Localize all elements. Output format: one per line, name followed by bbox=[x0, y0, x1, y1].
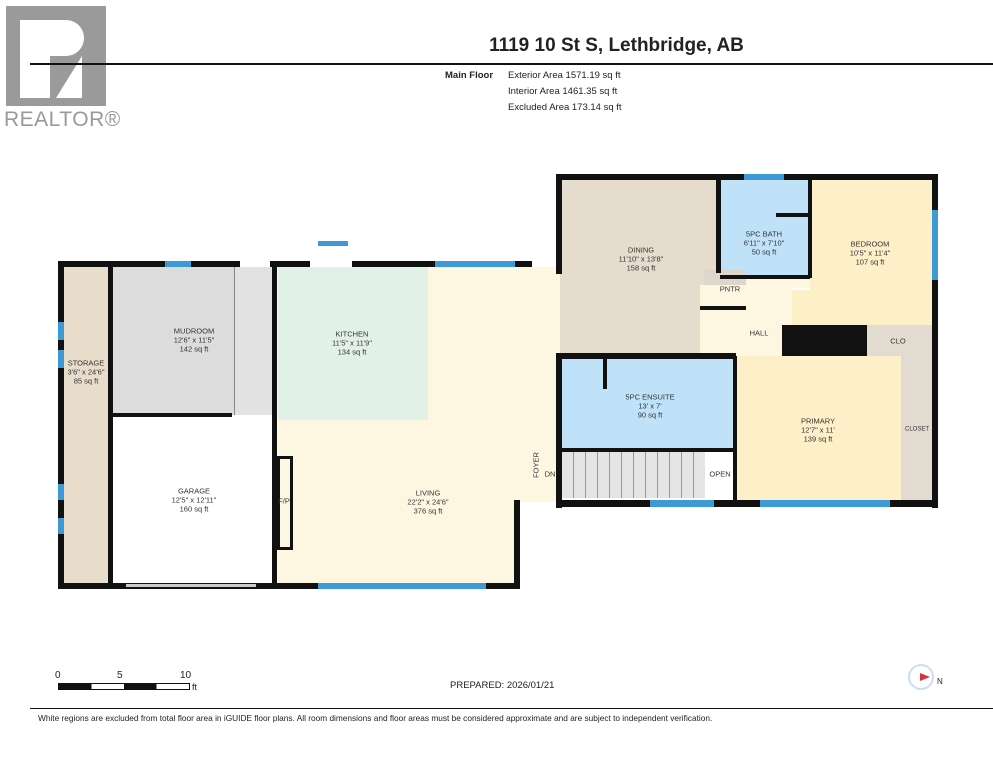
scale-tick-10: 10 bbox=[180, 670, 192, 681]
wall bbox=[112, 413, 232, 417]
wall bbox=[808, 178, 812, 278]
compass-label: N bbox=[937, 677, 943, 686]
room-hall bbox=[700, 285, 792, 357]
scale-tick-0: 0 bbox=[55, 670, 61, 681]
window bbox=[744, 174, 784, 180]
wall bbox=[733, 356, 737, 506]
window bbox=[58, 484, 64, 500]
mudroom-corridor bbox=[234, 267, 276, 415]
realtor-logo-text: REALTOR® bbox=[4, 108, 121, 131]
wall bbox=[108, 263, 113, 585]
compass-icon bbox=[908, 664, 934, 690]
room-ensuite bbox=[560, 356, 736, 452]
area-exterior: Exterior Area 1571.19 sq ft bbox=[508, 70, 621, 81]
window bbox=[165, 261, 191, 267]
wall bbox=[556, 500, 938, 507]
label-open: OPEN bbox=[709, 469, 731, 479]
window bbox=[932, 210, 938, 280]
window bbox=[435, 261, 515, 267]
label-hall: HALL bbox=[749, 328, 769, 338]
area-interior: Interior Area 1461.35 sq ft bbox=[508, 86, 618, 97]
room-bath bbox=[718, 178, 810, 278]
label-foyer: FOYER bbox=[531, 452, 541, 478]
hall-top bbox=[746, 278, 810, 288]
page-title: 1119 10 St S, Lethbridge, AB bbox=[489, 35, 744, 56]
wall bbox=[514, 500, 520, 589]
footer-rule bbox=[30, 708, 993, 709]
room-primary bbox=[736, 356, 901, 504]
wall bbox=[58, 261, 64, 589]
wall bbox=[776, 213, 810, 217]
wall bbox=[556, 174, 562, 274]
scale-tick-5: 5 bbox=[117, 670, 123, 681]
wall bbox=[700, 306, 746, 310]
wall bbox=[716, 178, 721, 273]
wall bbox=[932, 174, 938, 508]
room-dining bbox=[560, 178, 718, 356]
label-closet: CLOSET bbox=[904, 426, 930, 433]
living-notch bbox=[516, 502, 562, 587]
floor-name: Main Floor bbox=[445, 70, 494, 81]
wall bbox=[58, 261, 240, 267]
wall bbox=[270, 261, 310, 267]
window bbox=[58, 518, 64, 534]
label-pntr: PNTR bbox=[719, 284, 741, 294]
room-kitchen bbox=[278, 267, 428, 420]
disclaimer: White regions are excluded from total fl… bbox=[38, 713, 713, 723]
room-storage bbox=[62, 265, 112, 587]
area-excluded: Excluded Area 173.14 sq ft bbox=[508, 102, 622, 113]
scale-unit: ft bbox=[192, 682, 198, 692]
bedroom-ext bbox=[792, 290, 812, 326]
label-fp: F/P bbox=[278, 496, 290, 506]
black-block bbox=[782, 325, 867, 357]
wall bbox=[272, 263, 277, 585]
garage-door[interactable] bbox=[126, 584, 256, 587]
room-clo bbox=[867, 325, 935, 356]
window bbox=[760, 500, 890, 507]
wall bbox=[603, 359, 607, 389]
wall bbox=[562, 448, 735, 452]
window bbox=[58, 350, 64, 368]
header-rule bbox=[30, 63, 993, 65]
label-dn: DN bbox=[544, 469, 556, 479]
fireplace bbox=[277, 456, 293, 550]
room-bedroom bbox=[810, 178, 935, 326]
stairs bbox=[562, 452, 705, 498]
wall bbox=[556, 353, 736, 359]
room-garage bbox=[112, 415, 276, 585]
room-mudroom bbox=[112, 267, 234, 415]
room-closet bbox=[901, 356, 935, 504]
window bbox=[318, 241, 348, 246]
wall bbox=[720, 275, 810, 279]
prepared-date: PREPARED: 2026/01/21 bbox=[450, 680, 555, 691]
wall bbox=[556, 353, 562, 508]
window bbox=[318, 583, 486, 589]
scale-bar bbox=[58, 683, 190, 690]
label-clo: CLO bbox=[890, 336, 906, 346]
window bbox=[58, 322, 64, 340]
window bbox=[650, 500, 714, 507]
